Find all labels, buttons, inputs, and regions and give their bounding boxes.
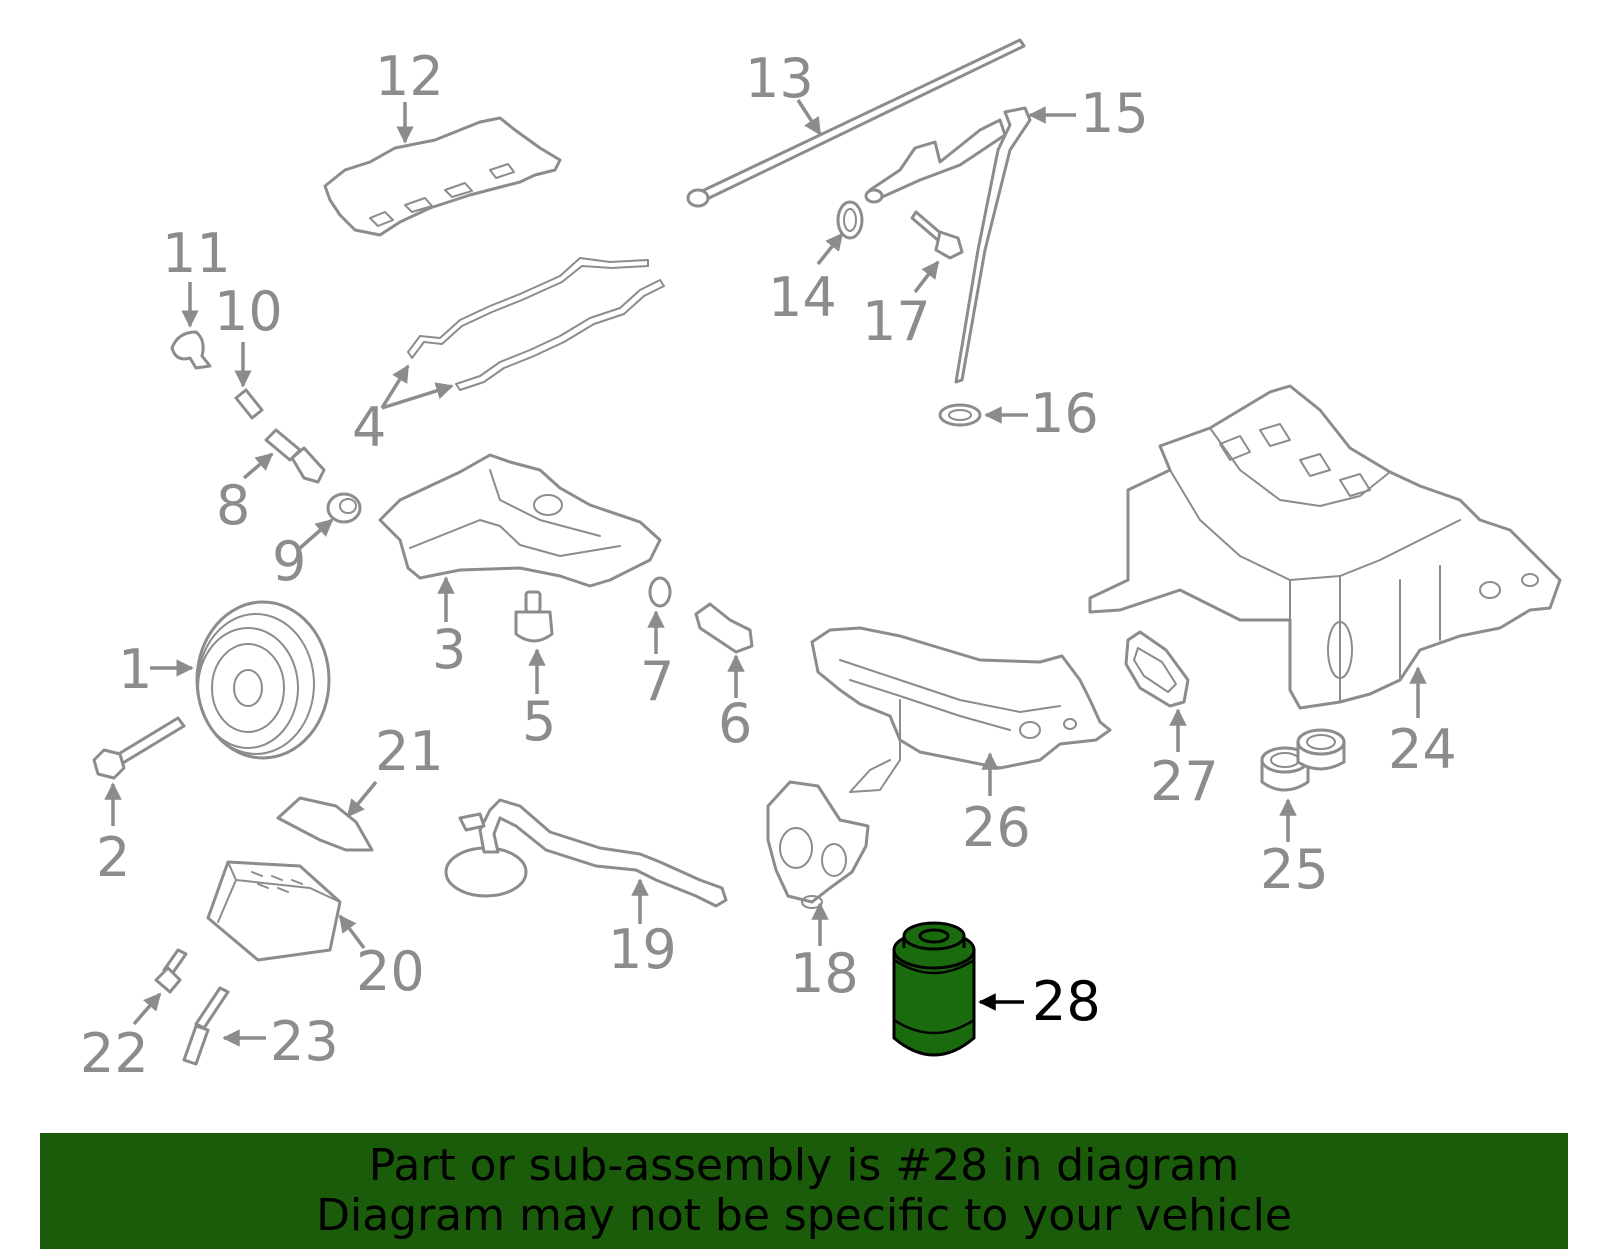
part-23-fitting: [182, 986, 230, 1066]
part-4-gaskets: [407, 257, 665, 391]
label-13: 13: [745, 47, 814, 110]
label-9: 9: [272, 530, 306, 593]
part-2-bolt: [92, 716, 186, 780]
info-banner: Part or sub-assembly is #28 in diagram D…: [40, 1133, 1568, 1249]
label-18: 18: [790, 942, 859, 1005]
part-22-fitting: [154, 948, 188, 994]
part-13-dipstick: [686, 38, 1026, 208]
part-7-seal-ring: [648, 576, 672, 608]
label-10: 10: [214, 280, 283, 343]
label-28: 28: [1032, 970, 1101, 1033]
label-12: 12: [375, 45, 444, 108]
label-4: 4: [352, 396, 386, 459]
part-28-oil-filter: [892, 921, 976, 1057]
part-18-oil-pump: [766, 780, 870, 909]
banner-line-2: Diagram may not be specific to your vehi…: [316, 1190, 1292, 1241]
part-11-clip: [170, 330, 212, 370]
label-19: 19: [608, 918, 677, 981]
part-1-pulley: [195, 600, 331, 760]
part-12-cover-plate: [323, 116, 562, 237]
label-23: 23: [270, 1010, 339, 1073]
label-15: 15: [1080, 82, 1149, 145]
label-27: 27: [1150, 750, 1219, 813]
part-19-pickup-tube: [444, 798, 728, 908]
label-1: 1: [118, 638, 152, 701]
label-22: 22: [80, 1022, 149, 1085]
part-8-sensor: [264, 428, 326, 484]
part-16-washer: [938, 403, 982, 427]
part-27-gasket: [1124, 630, 1190, 708]
label-14: 14: [768, 266, 837, 329]
label-26: 26: [962, 796, 1031, 859]
part-10-pin: [234, 388, 264, 420]
banner-line-1: Part or sub-assembly is #28 in diagram: [368, 1140, 1240, 1191]
label-6: 6: [718, 692, 752, 755]
part-14-o-ring: [836, 200, 864, 240]
part-25-seals: [1260, 728, 1346, 792]
label-5: 5: [522, 690, 556, 753]
part-24-engine-block: [1088, 384, 1562, 710]
part-3-oil-pan: [378, 453, 662, 588]
part-5-drain-plug: [514, 590, 554, 643]
part-15-dipstick-tube: [864, 106, 1032, 384]
label-11: 11: [162, 222, 231, 285]
part-6-sensor: [694, 602, 754, 654]
part-26-pump-housing: [810, 626, 1112, 793]
label-20: 20: [356, 940, 425, 1003]
label-24: 24: [1388, 718, 1457, 781]
part-21-gasket: [276, 796, 374, 852]
label-3: 3: [432, 618, 466, 681]
part-20-oil-cooler: [206, 860, 342, 962]
label-8: 8: [216, 474, 250, 537]
label-7: 7: [640, 650, 674, 713]
label-25: 25: [1260, 838, 1329, 901]
label-2: 2: [96, 826, 130, 889]
label-17: 17: [862, 290, 931, 353]
part-17-bolt: [910, 210, 964, 260]
label-21: 21: [375, 720, 444, 783]
label-16: 16: [1030, 382, 1099, 445]
part-9-plug: [326, 492, 362, 524]
